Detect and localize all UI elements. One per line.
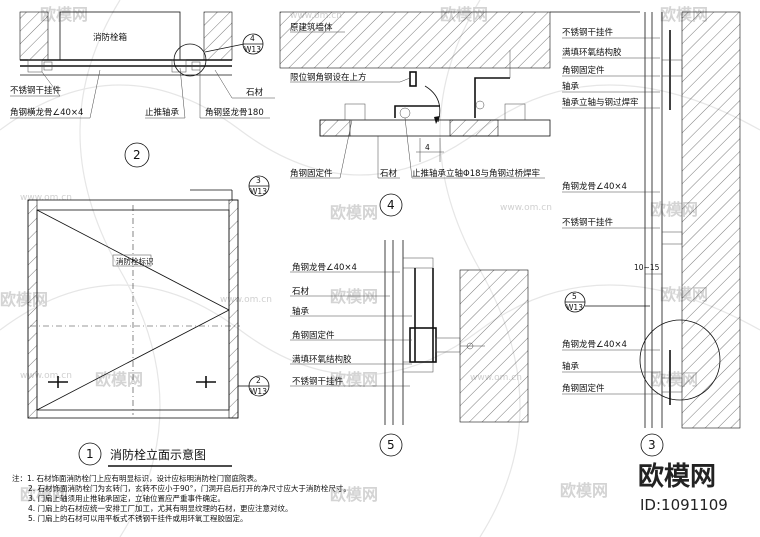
detail-number: 3 [648,438,656,452]
brand-block: 欧模网 ID:1091109 [638,461,728,514]
annotation-label: 不锈钢干挂件 [292,376,344,387]
dimension-text: 4 [425,143,430,152]
hydrant-sign-box [112,254,152,267]
callout-tag-number: 5 [572,292,577,301]
annotation-label: 轴承 [562,81,580,92]
watermark-text: 欧模网 [560,481,608,500]
note-line: 5. 门扇上的石材可以用平板式不锈钢干挂件或用环氧工程胶固定。 [28,513,248,523]
watermark-text: 欧模网 [0,290,48,309]
detail-5: 角钢龙骨∠40×4 石材 轴承 角钢固定件 满填环氧结构胶 不锈钢干挂件 5 [290,240,529,457]
annotation-label: 满填环氧结构胶 [292,354,352,365]
annotation-label: 止推轴承 [145,107,180,118]
annotation-label: 轴承 [562,361,580,372]
annotation-label: 角钢龙骨∠40×4 [562,181,627,192]
annotation-label: 角钢龙骨∠40×4 [562,339,627,350]
callout-tag-sheet: W13 [250,187,267,196]
detail-number-circle [78,442,102,466]
note-line: 3. 门扇上轴须用止推轴承固定，立轴位置应严重事件确定。 [28,493,225,503]
annotation-label: 石材 [380,168,398,179]
watermark-text: 欧模网 [20,485,68,504]
annotation-label: 原建筑墙体 [290,22,333,33]
detail-2: 消防栓箱 4 W13 不锈钢干挂件 角钢横龙骨∠40×4 止推轴承 石材 角钢竖… [10,11,275,168]
annotation-label: 满填环氧结构胶 [562,47,622,58]
watermark-url: www.om.cn [20,371,72,381]
detail-number-circle [124,142,150,168]
annotation-label: 石材 [292,286,310,297]
callout-tag-sheet: W13 [250,387,267,396]
fire-hydrant-box-label: 消防栓箱 [93,32,128,43]
annotation-label: 止推轴承立轴Φ18与角钢过桥焊牢 [412,168,540,179]
watermark-text: 欧模网 [330,287,378,306]
note-line: 注：1. 石材饰面消防栓门上应有明显标识，设计应标明消防栓门窗庭院表。 [12,473,262,483]
annotation-label: 石材 [246,87,264,98]
callout-tag-number: 4 [250,34,255,43]
detail-number: 2 [133,148,141,162]
callout-tag-sheet: W13 [244,45,261,54]
watermark-url: www.om.cn [20,193,72,203]
detail-4: 4 原建筑墙体 限位钢角钢设在上方 角钢固定件 石材 止推轴承立轴Φ18与角钢过… [279,11,551,217]
general-notes: 注：1. 石材饰面消防栓门上应有明显标识，设计应标明消防栓门窗庭院表。 2. 石… [12,473,351,523]
watermark-text: 欧模网 [330,485,378,504]
detail-3: 不锈钢干挂件 满填环氧结构胶 角钢固定件 轴承 轴承立轴与钢过焊牢 角钢龙骨∠4… [550,11,741,457]
brand-id: ID:1091109 [640,496,728,514]
annotation-label: 角钢竖龙骨180 [205,107,264,118]
watermark-text: 欧模网 [330,203,378,222]
annotation-label: 限位钢角钢设在上方 [290,72,367,83]
annotation-label: 角钢固定件 [562,65,605,76]
annotation-label: 角钢固定件 [292,330,335,341]
annotation-label: 角钢固定件 [290,168,333,179]
callout-tag-number: 3 [256,176,261,185]
annotation-label: 不锈钢干挂件 [562,27,614,38]
detail-number: 1 [86,447,94,461]
annotation-label: 角钢横龙骨∠40×4 [10,107,83,118]
detail-number: 5 [387,438,395,452]
detail-number-circle [379,193,403,217]
annotation-label: 轴承 [292,306,310,317]
watermark-text: 欧模网 [330,370,378,389]
watermark-text: 欧模网 [95,370,143,389]
detail-number-circle [640,433,664,457]
annotation-label: 角钢龙骨∠40×4 [292,262,357,273]
detail-number-circle [379,433,403,457]
detail-title: 消防栓立面示意图 [110,447,206,462]
annotation-label: 不锈钢干挂件 [562,217,614,228]
annotation-label: 轴承立轴与钢过焊牢 [562,97,639,108]
watermark-url: www.om.cn [220,295,272,305]
callout-tag-number: 2 [256,376,261,385]
callout-tag-sheet: W13 [566,303,583,312]
hydrant-sign-label: 消防栓标识 [116,256,154,266]
brand-name: 欧模网 [638,461,716,492]
annotation-label: 不锈钢干挂件 [10,85,62,96]
annotation-label: 角钢固定件 [562,383,605,394]
dimension-text: 10~15 [634,263,660,272]
watermark-url: www.om.cn [500,203,552,213]
watermark-text: 欧模网 [40,5,88,24]
note-line: 2. 石材饰面消防栓门为玄转门，玄转不应小于90°，门洞开启后打开的净尺寸应大于… [28,483,351,493]
detail-1: 消防栓标识 3 W13 2 W13 1 消防栓立面示意图 [27,175,270,467]
note-line: 4. 门扇上的石材应统一安排工厂加工，尤其有明显纹理的石材，更应注意对纹。 [28,503,293,513]
detail-number: 4 [387,198,395,212]
